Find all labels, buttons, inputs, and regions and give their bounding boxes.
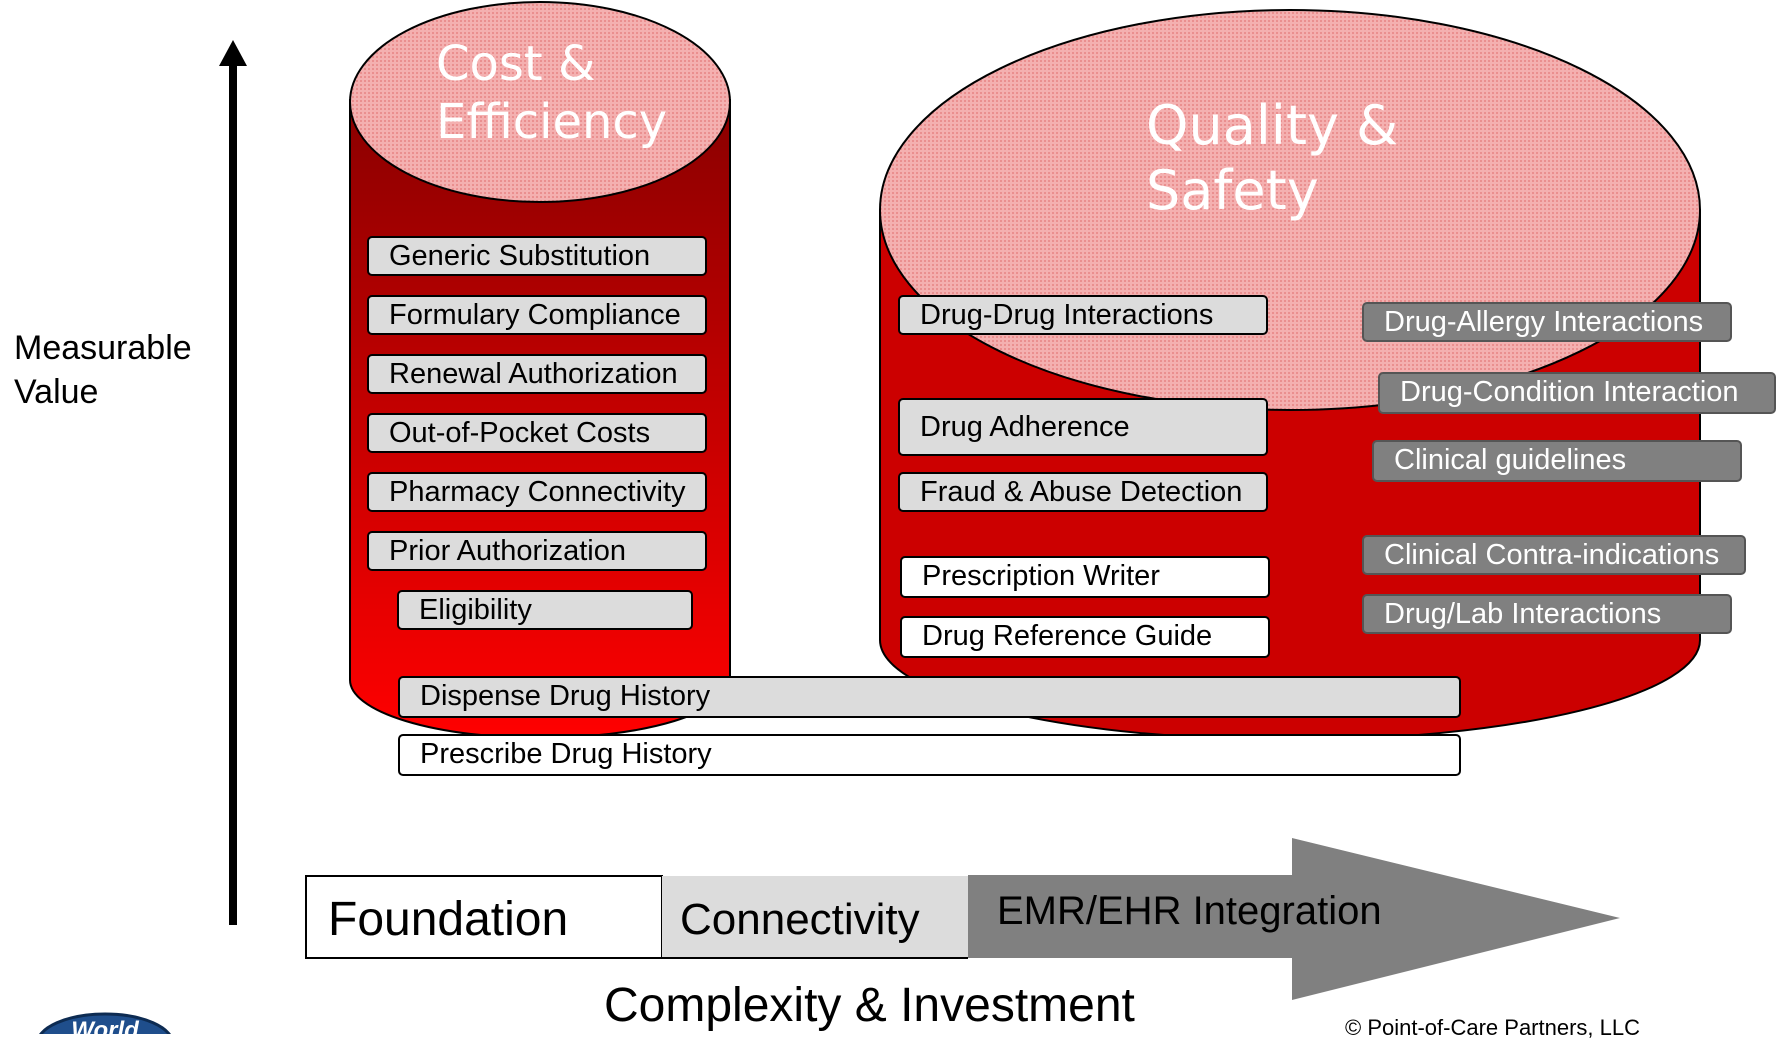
quality-item-drug-drug-interactions: Drug-Drug Interactions <box>898 295 1268 335</box>
clinical-item-clinical-guidelines: Clinical guidelines <box>1372 440 1742 482</box>
stage-integration: EMR/EHR Integration <box>997 889 1382 933</box>
clinical-item-drug-lab-interactions: Drug/Lab Interactions <box>1362 594 1732 634</box>
quality-item-prescription-writer: Prescription Writer <box>900 556 1270 598</box>
cost-item-eligibility: Eligibility <box>397 590 693 630</box>
cost-item-pharmacy-connectivity: Pharmacy Connectivity <box>367 472 707 512</box>
history-item-prescribe-drug-history: Prescribe Drug History <box>398 734 1461 776</box>
value-axis-arrowhead <box>219 40 247 66</box>
y-axis-label: Measurable Value <box>14 329 192 411</box>
clinical-item-drug-allergy-interactions: Drug-Allergy Interactions <box>1362 302 1732 342</box>
stage-connectivity: Connectivity <box>680 895 920 944</box>
stage-arrow <box>305 838 1620 1000</box>
cost-item-generic-substitution: Generic Substitution <box>367 236 707 276</box>
cost-item-formulary-compliance: Formulary Compliance <box>367 295 707 335</box>
cost-cylinder-title: Cost & Efficiency <box>436 36 668 150</box>
clinical-item-clinical-contra-indications: Clinical Contra-indications <box>1362 535 1746 575</box>
cost-item-renewal-authorization: Renewal Authorization <box>367 354 707 394</box>
x-axis-label: Complexity & Investment <box>604 979 1135 1032</box>
world-logo: World <box>39 1012 171 1034</box>
stage-foundation: Foundation <box>328 893 569 946</box>
quality-item-fraud-abuse-detection: Fraud & Abuse Detection <box>898 472 1268 512</box>
cost-item-prior-authorization: Prior Authorization <box>367 531 707 571</box>
history-item-dispense-drug-history: Dispense Drug History <box>398 676 1461 718</box>
quality-cylinder-title: Quality & Safety <box>1146 94 1399 222</box>
copyright-text: © Point-of-Care Partners, LLC <box>1345 1015 1640 1040</box>
cost-item-out-of-pocket-costs: Out-of-Pocket Costs <box>367 413 707 453</box>
clinical-item-drug-condition-interaction: Drug-Condition Interaction <box>1378 372 1776 414</box>
quality-item-drug-adherence: Drug Adherence <box>898 398 1268 456</box>
quality-item-drug-reference-guide: Drug Reference Guide <box>900 616 1270 658</box>
logo-text: World <box>71 1017 140 1034</box>
